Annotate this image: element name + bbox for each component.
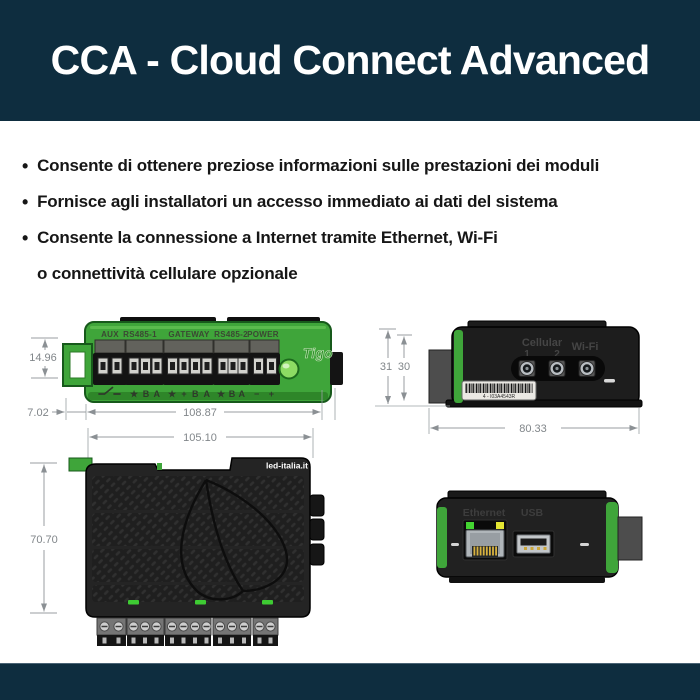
port-label-power: POWER xyxy=(247,330,279,339)
green-stripe xyxy=(437,507,447,568)
aux-switch-symbol-icon xyxy=(98,386,121,395)
feature-item-2-text: Fornisce agli installatori un accesso im… xyxy=(37,192,558,211)
bullet-marker: • xyxy=(22,192,29,212)
label-cellular-2: 2 xyxy=(554,349,560,360)
feature-item-3: • Consente la connessione a Internet tra… xyxy=(22,220,686,256)
header-banner: CCA - Cloud Connect Advanced xyxy=(0,0,700,121)
svg-text:105.10: 105.10 xyxy=(183,432,217,444)
ethernet-led-yellow xyxy=(496,522,504,529)
usb-port xyxy=(512,530,555,558)
svg-text:80.33: 80.33 xyxy=(519,423,547,435)
symbols-rs485-2: ★ B A xyxy=(217,389,246,399)
feature-item-3-text-2: o connettività cellulare opzionale xyxy=(37,264,298,283)
terminal-blocks xyxy=(93,339,280,385)
dimension-clip-offset: 7.02 xyxy=(27,398,86,420)
dimension-width-80: 80.33 xyxy=(428,408,640,435)
dimension-height-31: 31 xyxy=(379,328,396,404)
dimension-height-70: 70.70 xyxy=(30,462,58,614)
label-cellular-1: 1 xyxy=(524,349,530,360)
dimension-width-105: 105.10 xyxy=(87,428,314,458)
top-view-drawing: 105.10 led-italia.it xyxy=(30,428,325,646)
port-label-rs485-1: RS485-1 xyxy=(123,330,157,339)
barcode-label: 4 - I03A4543R xyxy=(461,380,537,401)
indicator-led xyxy=(262,600,273,605)
din-rail-block xyxy=(428,349,455,404)
side-connector-nub xyxy=(309,518,325,541)
din-rail-block xyxy=(617,516,643,561)
front-view-drawing: Ethernet USB xyxy=(436,490,643,583)
side-connector-nub xyxy=(330,352,343,385)
indicator-led xyxy=(195,600,206,605)
svg-text:14.96: 14.96 xyxy=(29,352,57,364)
feature-item-3-text: Consente la connessione a Internet trami… xyxy=(37,228,498,247)
dimension-height-30: 30 xyxy=(375,334,450,407)
label-usb: USB xyxy=(521,507,544,519)
feature-item-1: • Consente di ottenere preziose informaz… xyxy=(22,148,686,184)
dimension-body-width: 108.87 xyxy=(85,388,336,420)
side-connector-nub xyxy=(309,494,325,517)
svg-text:7.02: 7.02 xyxy=(27,407,48,419)
barcode-text: 4 - I03A4543R xyxy=(483,394,516,400)
indicator-led xyxy=(128,600,139,605)
symbols-power: − + xyxy=(254,389,274,399)
bottom-terminal-blocks xyxy=(96,617,279,646)
tigo-leaf-logo xyxy=(180,478,289,601)
led-italia-brand: led-italia.it xyxy=(266,461,308,471)
antenna-view-drawing: Cellular 1 2 Wi-Fi 4 - I03A4543R xyxy=(375,320,643,435)
svg-text:70.70: 70.70 xyxy=(30,534,58,546)
bullet-marker: • xyxy=(22,156,29,176)
ethernet-port xyxy=(462,519,508,561)
ethernet-led-green xyxy=(466,522,474,529)
symbols-gateway: ★ + B A xyxy=(168,389,211,399)
label-ethernet: Ethernet xyxy=(463,507,506,519)
feature-item-2: • Fornisce agli installatori un accesso … xyxy=(22,184,686,220)
label-wifi: Wi-Fi xyxy=(572,341,599,353)
footer-bar xyxy=(0,663,700,700)
antenna-connectors xyxy=(518,360,596,377)
page-title: CCA - Cloud Connect Advanced xyxy=(50,37,650,83)
technical-diagram: AUX RS485-1 GATEWAY RS485-2 POWER xyxy=(27,317,643,646)
bullet-marker: • xyxy=(22,228,29,248)
side-view-drawing: AUX RS485-1 GATEWAY RS485-2 POWER xyxy=(27,317,343,420)
dimension-clip-height: 14.96 xyxy=(29,337,58,379)
port-label-gateway: GATEWAY xyxy=(168,330,210,339)
feature-list: • Consente di ottenere preziose informaz… xyxy=(22,148,686,292)
port-label-rs485-2: RS485-2 xyxy=(214,330,248,339)
svg-text:108.87: 108.87 xyxy=(183,407,217,419)
green-stripe xyxy=(606,502,618,573)
status-led xyxy=(278,358,300,380)
feature-item-3-continuation: o connettività cellulare opzionale xyxy=(22,256,686,292)
feature-item-1-text: Consente di ottenere preziose informazio… xyxy=(37,156,600,175)
svg-text:31: 31 xyxy=(380,361,392,373)
green-stripe xyxy=(454,330,463,403)
symbols-rs485-1: ★ B A xyxy=(130,389,161,399)
tigo-logo: Tigo xyxy=(303,346,333,361)
label-cellular: Cellular xyxy=(522,337,563,349)
side-connector-nub xyxy=(309,543,325,566)
svg-text:30: 30 xyxy=(398,361,410,373)
port-label-aux: AUX xyxy=(101,330,119,339)
